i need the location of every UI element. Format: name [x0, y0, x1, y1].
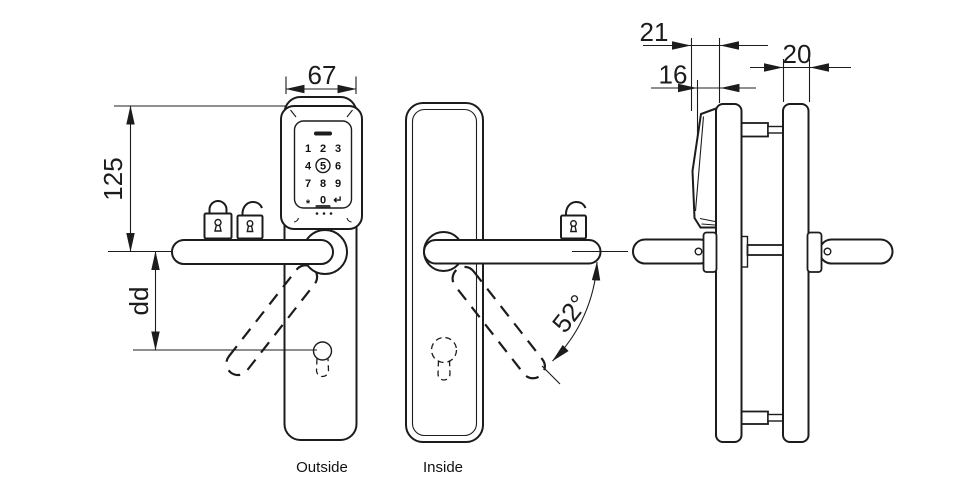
- handle-pin-hole: [823, 247, 832, 256]
- dim-outside-plate-depth: 16: [651, 60, 756, 139]
- side-inside-plate: [782, 103, 810, 443]
- dim-dd-label: dd: [124, 287, 154, 316]
- side-inside-handle: [806, 231, 894, 273]
- module-corner-tick: [293, 217, 300, 223]
- inside-plate-inner-outline: [411, 108, 478, 437]
- module-corner-tick: [290, 109, 297, 118]
- dim-16-label: 16: [659, 60, 688, 90]
- inside-plate: [405, 102, 484, 443]
- dim-67-label: 67: [308, 60, 337, 90]
- inside-keyhole: [430, 336, 458, 381]
- outside-front-view: 1 2 3 4 5 6 7 8 9 * 0 ↵: [98, 60, 363, 476]
- keypad-key: 0: [320, 195, 326, 207]
- dim-plate-width: 67: [285, 60, 357, 94]
- key-5-highlight-ring: [315, 157, 331, 174]
- keypad-key: 9: [335, 178, 341, 190]
- keypad-key: 4: [305, 161, 312, 173]
- keypad-key: 2: [320, 143, 326, 155]
- unlocked-padlock-icon: [236, 200, 264, 240]
- keypad-module: 1 2 3 4 5 6 7 8 9 * 0 ↵: [280, 105, 363, 230]
- outside-handle-rotated-dashed: [225, 264, 319, 377]
- module-corner-tick: [346, 109, 353, 118]
- outside-keyhole: [312, 341, 333, 378]
- side-outside-plate: [715, 103, 743, 443]
- keypad-speaker-bar: [314, 131, 332, 136]
- dim-outside-total-depth: 21: [640, 17, 768, 111]
- dim-inside-plate-depth: 20: [750, 39, 851, 102]
- dim-20-label: 20: [783, 39, 812, 69]
- dim-52-label: 52°: [546, 289, 594, 338]
- locked-padlock-icon: [203, 200, 233, 240]
- outside-view-label: Outside: [296, 459, 348, 476]
- outside-handle: [171, 239, 334, 265]
- dim-handle-to-cylinder: dd: [124, 250, 317, 351]
- keypad-key: 3: [335, 143, 341, 155]
- keypad-key: *: [306, 198, 311, 210]
- keypad-key: 5: [320, 161, 326, 173]
- keypad-key: 1: [305, 143, 311, 155]
- dim-21-label: 21: [640, 17, 669, 47]
- keypad-logo: [315, 205, 331, 208]
- top-fixing-bolt: [740, 122, 784, 138]
- keypad-indicator-dots: [315, 212, 333, 215]
- bottom-fixing-bolt: [740, 410, 784, 425]
- inside-view-label: Inside: [423, 459, 463, 476]
- unlocked-padlock-icon-inside: [560, 200, 587, 240]
- inside-handle-rotated-dashed: [451, 265, 546, 380]
- keypad-key: 8: [320, 178, 326, 190]
- spindle: [740, 235, 784, 268]
- dim-handle-rotation-angle: 52°: [541, 250, 628, 385]
- side-outside-handle: [632, 231, 718, 273]
- keypad-key: 6: [335, 161, 341, 173]
- inside-front-view: 52° Inside: [405, 102, 628, 476]
- side-profile-view: 21 16 20: [632, 17, 894, 443]
- dim-125-label: 125: [98, 157, 128, 200]
- keypad-key: ↵: [333, 195, 342, 207]
- dim-top-to-handle: 125: [98, 105, 287, 253]
- handle-pin-hole: [694, 247, 703, 256]
- side-keypad-bump: [691, 107, 717, 229]
- keypad-key: 7: [305, 178, 311, 190]
- module-corner-tick: [346, 217, 352, 223]
